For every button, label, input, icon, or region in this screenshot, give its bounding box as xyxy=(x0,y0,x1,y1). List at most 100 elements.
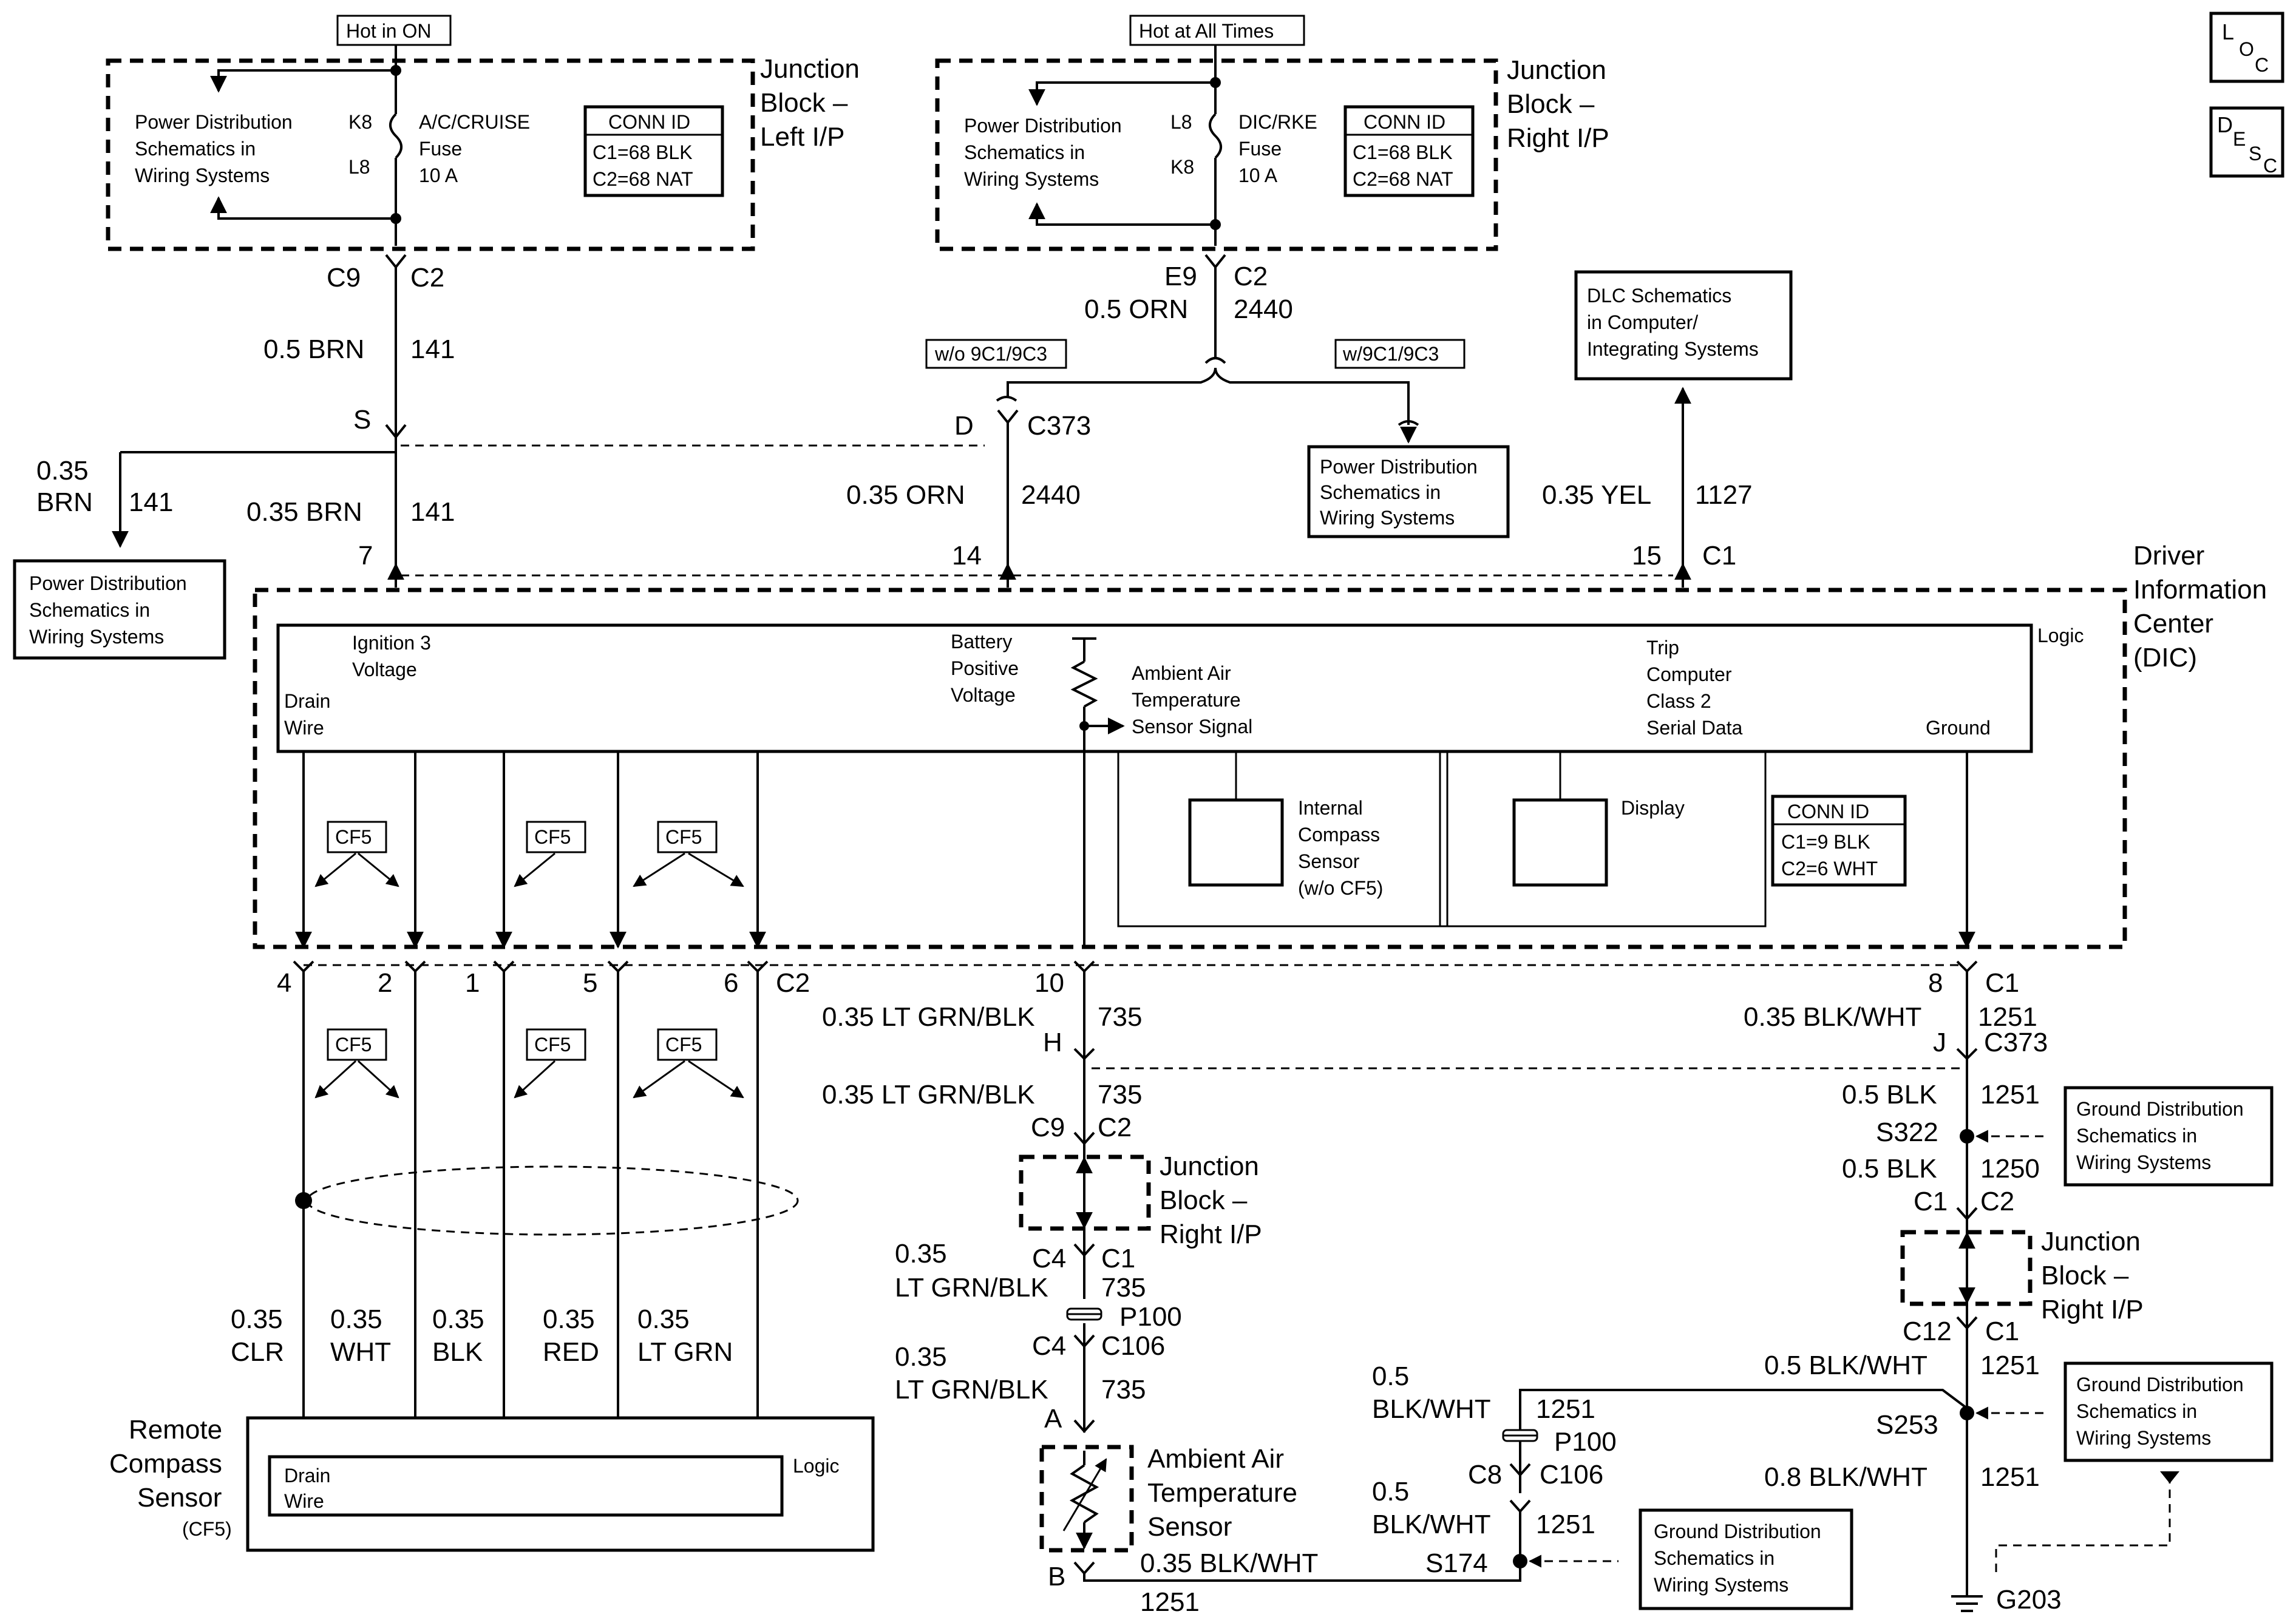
svg-text:Fuse: Fuse xyxy=(1238,138,1282,160)
hot-in-on-header: Hot in ON xyxy=(336,15,452,46)
svg-text:0.5 BLK: 0.5 BLK xyxy=(1842,1154,1937,1184)
svg-text:BLK: BLK xyxy=(432,1337,483,1367)
svg-text:CF5: CF5 xyxy=(534,1034,571,1056)
svg-text:S322: S322 xyxy=(1876,1117,1938,1147)
svg-text:Center: Center xyxy=(2133,609,2213,639)
svg-text:C2: C2 xyxy=(1098,1113,1132,1142)
svg-text:2: 2 xyxy=(378,968,392,998)
svg-text:735: 735 xyxy=(1098,1002,1142,1032)
remote-compass-wires: CF5 CF5 CF5 0.35 CLR 0.35 WHT 0.35 BLK 0… xyxy=(231,971,799,1457)
junction-block-left: Junction Block – Left I/P Power Distribu… xyxy=(106,45,860,251)
svg-text:8: 8 xyxy=(1928,968,1943,998)
svg-text:Fuse: Fuse xyxy=(419,138,462,160)
svg-text:Power Distribution: Power Distribution xyxy=(964,115,1122,137)
svg-text:S: S xyxy=(353,405,371,435)
svg-text:A/C/CRUISE: A/C/CRUISE xyxy=(419,111,530,133)
svg-text:B: B xyxy=(1048,1562,1065,1592)
pds-box-mid[interactable]: Power Distribution Schematics in Wiring … xyxy=(1307,445,1510,538)
svg-text:in Computer/: in Computer/ xyxy=(1587,311,1698,333)
cf5-option-2: CF5 xyxy=(514,821,586,887)
svg-text:C2: C2 xyxy=(410,263,444,293)
svg-text:Temperature: Temperature xyxy=(1132,689,1241,711)
right-ground-column: 0.5 BLK 1251 S322 0.5 BLK 1250 C1 C2 Jun… xyxy=(1764,971,2179,1615)
hot-at-all-times-header: Hot at All Times xyxy=(1129,15,1305,46)
svg-text:Voltage: Voltage xyxy=(951,684,1016,706)
svg-text:C1=9 BLK: C1=9 BLK xyxy=(1781,831,1870,853)
svg-text:Remote: Remote xyxy=(129,1415,222,1445)
svg-text:C2=68 NAT: C2=68 NAT xyxy=(1353,168,1453,190)
svg-text:CONN ID: CONN ID xyxy=(608,111,690,133)
dlc-box[interactable]: DLC Schematics in Computer/ Integrating … xyxy=(1574,270,1793,381)
svg-text:Schematics in: Schematics in xyxy=(964,141,1085,163)
svg-text:Positive: Positive xyxy=(951,657,1019,679)
svg-text:K8: K8 xyxy=(1170,156,1194,178)
svg-text:0.35 BRN: 0.35 BRN xyxy=(246,497,362,527)
svg-text:Wire: Wire xyxy=(284,717,324,739)
svg-text:0.35: 0.35 xyxy=(895,1342,947,1372)
svg-text:0.5 BLK: 0.5 BLK xyxy=(1842,1080,1937,1110)
svg-text:0.35: 0.35 xyxy=(231,1304,283,1334)
pds-box-left[interactable]: Power Distribution Schematics in Wiring … xyxy=(13,559,226,660)
svg-text:Power Distribution: Power Distribution xyxy=(135,111,293,133)
svg-text:Right I/P: Right I/P xyxy=(2041,1295,2144,1324)
svg-text:Wiring Systems: Wiring Systems xyxy=(2076,1427,2211,1449)
svg-text:Temperature: Temperature xyxy=(1147,1478,1297,1508)
svg-text:735: 735 xyxy=(1101,1273,1146,1303)
s174-branch: 0.5 BLK/WHT 1251 P100 C8 C106 0.5 BLK/WH… xyxy=(1372,1361,1968,1578)
svg-text:10 A: 10 A xyxy=(419,164,458,186)
svg-text:H: H xyxy=(1043,1028,1062,1057)
svg-text:Class 2: Class 2 xyxy=(1646,690,1711,712)
svg-text:0.35: 0.35 xyxy=(432,1304,484,1334)
svg-text:141: 141 xyxy=(410,334,455,364)
svg-text:Junction: Junction xyxy=(1160,1151,1259,1181)
svg-text:Compass: Compass xyxy=(109,1449,222,1479)
svg-text:C1: C1 xyxy=(1985,968,2019,998)
svg-text:L: L xyxy=(2222,19,2234,44)
svg-text:4: 4 xyxy=(277,968,291,998)
svg-text:C106: C106 xyxy=(1101,1331,1165,1361)
svg-text:Block –: Block – xyxy=(2041,1261,2129,1290)
svg-text:0.35 BLK/WHT: 0.35 BLK/WHT xyxy=(1140,1548,1318,1578)
svg-text:Trip: Trip xyxy=(1646,637,1679,659)
cf5-option-3: CF5 xyxy=(633,821,744,887)
gds-box-s322[interactable]: Ground Distribution Schematics in Wiring… xyxy=(2063,1086,2274,1187)
svg-text:141: 141 xyxy=(410,497,455,527)
gds-box-s174[interactable]: Ground Distribution Schematics in Wiring… xyxy=(1639,1508,1853,1610)
svg-text:0.5: 0.5 xyxy=(1372,1361,1409,1391)
svg-text:Schematics in: Schematics in xyxy=(29,599,150,621)
svg-text:G203: G203 xyxy=(1996,1585,2062,1615)
svg-text:E: E xyxy=(2233,128,2246,150)
svg-text:1251: 1251 xyxy=(1978,1002,2037,1032)
loc-icon[interactable]: L O C xyxy=(2209,12,2284,83)
svg-text:2440: 2440 xyxy=(1021,480,1081,510)
svg-text:w/o 9C1/9C3: w/o 9C1/9C3 xyxy=(934,343,1047,365)
ambient-air-temperature-sensor: Ambient Air Temperature Sensor xyxy=(1039,1444,1297,1553)
svg-text:Logic: Logic xyxy=(793,1455,840,1477)
svg-text:C9: C9 xyxy=(327,263,361,293)
svg-text:15: 15 xyxy=(1632,541,1662,571)
svg-text:C106: C106 xyxy=(1540,1460,1603,1490)
svg-text:RED: RED xyxy=(543,1337,599,1367)
svg-text:C12: C12 xyxy=(1903,1317,1952,1346)
svg-text:Schematics in: Schematics in xyxy=(1654,1547,1775,1569)
svg-text:Sensor: Sensor xyxy=(1298,850,1360,872)
svg-text:(CF5): (CF5) xyxy=(182,1518,232,1540)
svg-text:(w/o CF5): (w/o CF5) xyxy=(1298,877,1383,899)
option-wo-9c1-label: w/o 9C1/9C3 xyxy=(925,339,1067,369)
sensor-ground-wire: B 0.35 BLK/WHT 1251 xyxy=(1048,1548,1521,1617)
svg-text:Junction: Junction xyxy=(1507,55,1606,85)
gds-box-s253[interactable]: Ground Distribution Schematics in Wiring… xyxy=(2063,1361,2274,1462)
cf5-option-6: CF5 xyxy=(633,1028,744,1099)
svg-text:Ambient Air: Ambient Air xyxy=(1147,1444,1284,1474)
svg-text:CF5: CF5 xyxy=(534,826,571,848)
svg-text:Ground Distribution: Ground Distribution xyxy=(2076,1374,2244,1395)
junction-block-right-top: Junction Block – Right I/P Power Distrib… xyxy=(935,45,1609,251)
desc-icon[interactable]: D E S C xyxy=(2209,106,2284,178)
svg-text:C9: C9 xyxy=(1031,1113,1065,1142)
svg-text:Serial Data: Serial Data xyxy=(1646,717,1743,739)
svg-text:Computer: Computer xyxy=(1646,663,1732,685)
svg-text:C1=68 BLK: C1=68 BLK xyxy=(593,141,693,163)
svg-text:Junction: Junction xyxy=(2041,1227,2141,1256)
option-w-9c1-label: w/9C1/9C3 xyxy=(1334,339,1466,369)
